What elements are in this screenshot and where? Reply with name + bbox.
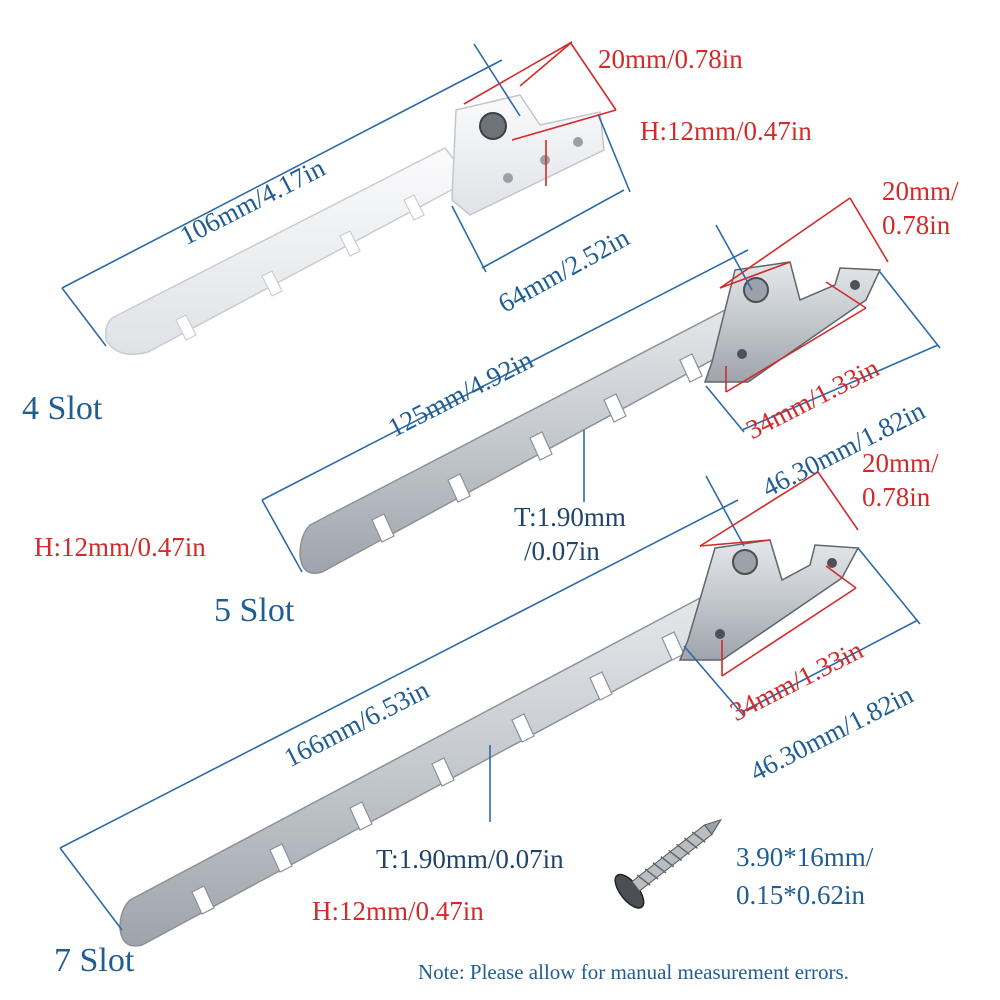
seven-slot-notch [191, 885, 215, 915]
four-slot-hole [503, 173, 513, 183]
extension-line [879, 271, 941, 349]
five-slot-thickness-label-line2: /0.07in [524, 536, 600, 566]
seven-slot-notch [511, 713, 535, 743]
seven-slot-name: 7 Slot [54, 942, 135, 979]
five-slot-hole-spacing-line [725, 307, 867, 393]
five-slot-height-label: H:12mm/0.47in [34, 532, 206, 562]
seven-slot-length-line [59, 499, 739, 849]
screw-picture [614, 818, 722, 909]
seven-slot-hole [715, 629, 725, 639]
extension-line [857, 547, 921, 625]
seven-slot-notch [269, 843, 293, 873]
extension-line [569, 41, 617, 111]
four-slot-notch [403, 194, 425, 221]
seven-slot-arm [119, 596, 717, 947]
extension-line [705, 475, 745, 547]
four-slot-notch [261, 270, 283, 297]
extension-line [817, 471, 859, 531]
five-slot-head-width-line [719, 197, 851, 289]
four-slot-notch [175, 314, 197, 341]
extension-line [473, 43, 521, 117]
seven-slot-notch [349, 801, 373, 831]
measurement-note: Note: Please allow for manual measuremen… [418, 960, 849, 984]
screw-size-label-line1: 3.90*16mm/ [736, 842, 874, 872]
red-dimension-lines [463, 41, 889, 677]
extension-line [849, 197, 889, 263]
seven-slot-head [678, 539, 860, 661]
screw-tip [703, 818, 722, 836]
five-slot-notch [603, 393, 627, 423]
extension-line [825, 281, 867, 309]
extension-line [597, 113, 631, 193]
seven-slot-head-length-line [741, 619, 919, 713]
five-slot-notch [679, 353, 703, 383]
extension-line [511, 109, 617, 141]
five-slot-head-length-line [741, 344, 939, 431]
five-slot-length-line [261, 249, 749, 501]
four-slot-length-line [61, 59, 503, 289]
five-slot-arm [299, 308, 741, 574]
four-slot-head [451, 94, 605, 216]
four-slot-pivot [479, 112, 507, 140]
five-slot-notch [371, 513, 395, 543]
five-slot-pivot [743, 277, 769, 303]
five-slot-notch [529, 431, 553, 461]
five-slot-hole [850, 280, 860, 290]
four-slot-arm [104, 147, 472, 355]
seven-slot-head-width-line [699, 471, 819, 547]
seven-slot-thickness-label: T:1.90mm/0.07in [376, 844, 564, 874]
extension-line [519, 41, 573, 87]
extension-line [719, 261, 791, 289]
seven-slot-height-label: H:12mm/0.47in [312, 896, 484, 926]
five-slot-hole [737, 349, 747, 359]
seven-slot-notch [589, 671, 613, 701]
four-slot-head-width-label: 20mm/0.78in [598, 44, 743, 74]
seven-slot-head-width-label-line1: 20mm/ [862, 448, 939, 478]
seven-slot-pivot [732, 549, 758, 575]
extension-line [683, 645, 745, 717]
extension-line [261, 499, 303, 573]
extension-line [825, 565, 857, 589]
four-slot-name: 4 Slot [22, 390, 103, 427]
five-slot-notch [447, 473, 471, 503]
extension-line [451, 205, 487, 273]
five-slot-name: 5 Slot [214, 592, 295, 629]
screw-thread [636, 831, 706, 886]
screw-size-label-line2: 0.15*0.62in [736, 880, 866, 910]
five-slot-head-width-label-line1: 20mm/ [882, 176, 959, 206]
four-slot-hole [540, 155, 550, 165]
seven-slot-head-width-label-line2: 0.78in [862, 482, 931, 512]
seven-slot-hole-spacing-line [721, 587, 857, 677]
seven-slot-stay [119, 539, 860, 947]
extension-line [59, 847, 123, 931]
four-slot-hole [573, 137, 583, 147]
four-slot-head-length-line [481, 189, 625, 269]
seven-slot-notch [431, 757, 455, 787]
extension-line [61, 287, 107, 347]
four-slot-head-width-line [463, 41, 573, 105]
four-slot-notch [339, 230, 361, 257]
five-slot-stay [299, 261, 882, 574]
four-slot-height-label: H:12mm/0.47in [640, 116, 812, 146]
five-slot-thickness-label-line1: T:1.90mm [514, 502, 626, 532]
extension-line [699, 539, 771, 547]
five-slot-head-width-label-line2: 0.78in [882, 210, 951, 240]
extension-line [705, 385, 745, 433]
seven-slot-hole [827, 558, 837, 568]
